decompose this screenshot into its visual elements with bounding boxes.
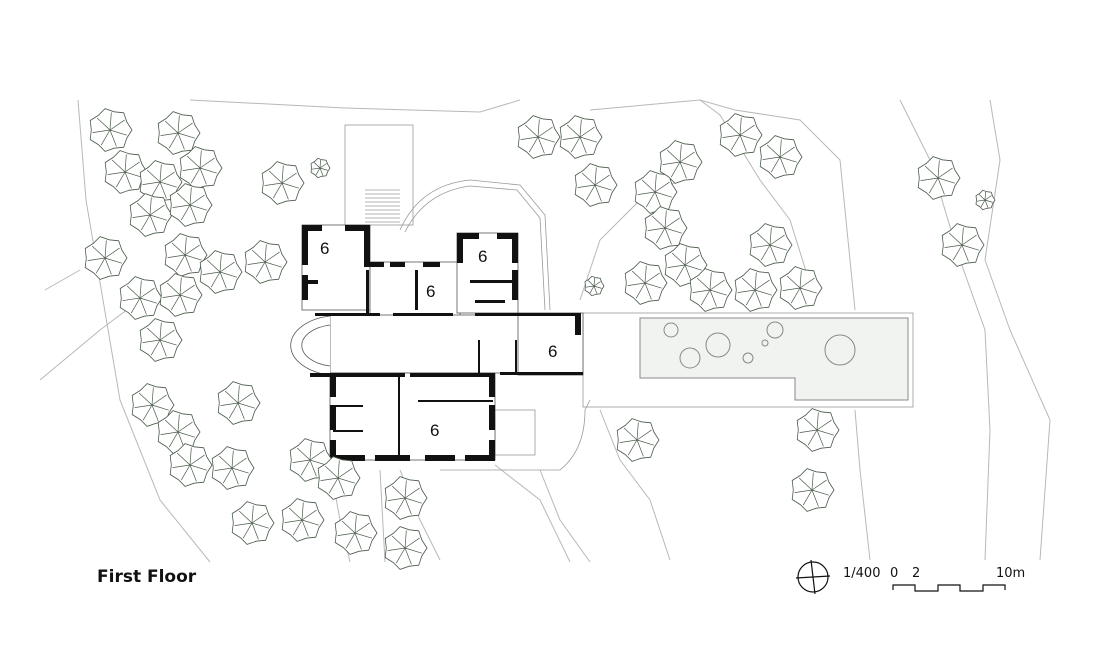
tree-icon xyxy=(217,381,261,425)
room-label: 6 xyxy=(426,282,435,301)
tree-icon xyxy=(384,526,428,570)
tree-icon xyxy=(749,223,793,267)
tree-icon xyxy=(119,276,163,320)
tree-icon xyxy=(616,418,660,462)
tree-icon xyxy=(231,501,275,545)
room-labels: 6 6 6 6 6 xyxy=(320,239,557,440)
tree-icon xyxy=(211,446,255,490)
building: 6 6 6 6 6 xyxy=(290,224,584,461)
scale-tick-10: 10m xyxy=(996,566,1026,581)
trees xyxy=(84,108,996,570)
tree-icon xyxy=(941,223,985,267)
tree-icon xyxy=(104,150,148,194)
tree-icon xyxy=(689,268,733,312)
tree-icon xyxy=(975,189,996,211)
tree-icon xyxy=(574,163,618,207)
tree-icon xyxy=(131,383,175,427)
tree-icon xyxy=(779,266,823,310)
drawing-title: First Floor xyxy=(97,567,197,587)
tree-icon xyxy=(559,115,603,159)
tree-icon xyxy=(89,108,133,152)
tree-icon xyxy=(281,498,325,542)
tree-icon xyxy=(659,140,703,184)
tree-icon xyxy=(169,183,213,227)
pool xyxy=(582,312,914,408)
tree-icon xyxy=(384,476,428,520)
tree-icon xyxy=(129,193,173,237)
scale-tick-2: 2 xyxy=(912,566,921,581)
tree-icon xyxy=(139,160,183,204)
scale-ratio: 1/400 xyxy=(843,566,881,581)
room-label: 6 xyxy=(320,239,329,258)
tree-icon xyxy=(917,156,961,200)
tree-icon xyxy=(334,511,378,555)
tree-icon xyxy=(261,161,305,205)
tree-icon xyxy=(759,135,803,179)
tree-icon xyxy=(584,275,605,297)
room-label: 6 xyxy=(478,247,487,266)
room-label: 6 xyxy=(430,421,439,440)
scale-bar xyxy=(892,584,1006,592)
tree-icon xyxy=(179,146,223,190)
tree-icon xyxy=(796,408,840,452)
tree-icon xyxy=(244,240,288,284)
tree-icon xyxy=(517,115,561,159)
tree-icon xyxy=(791,468,835,512)
tree-icon xyxy=(734,268,778,312)
tree-icon xyxy=(84,236,128,280)
tree-icon xyxy=(199,250,243,294)
tree-icon xyxy=(624,261,668,305)
room-label: 6 xyxy=(548,342,557,361)
tree-icon xyxy=(664,243,708,287)
tree-icon xyxy=(644,206,688,250)
tree-icon xyxy=(310,157,331,179)
scale-tick-0: 0 xyxy=(890,566,899,581)
tree-icon xyxy=(164,233,208,277)
tree-icon xyxy=(719,113,763,157)
tree-icon xyxy=(139,318,183,362)
tree-icon xyxy=(159,273,203,317)
north-arrow-icon xyxy=(795,559,831,595)
tree-icon xyxy=(157,111,201,155)
tree-icon xyxy=(169,443,213,487)
tree-icon xyxy=(317,456,361,500)
